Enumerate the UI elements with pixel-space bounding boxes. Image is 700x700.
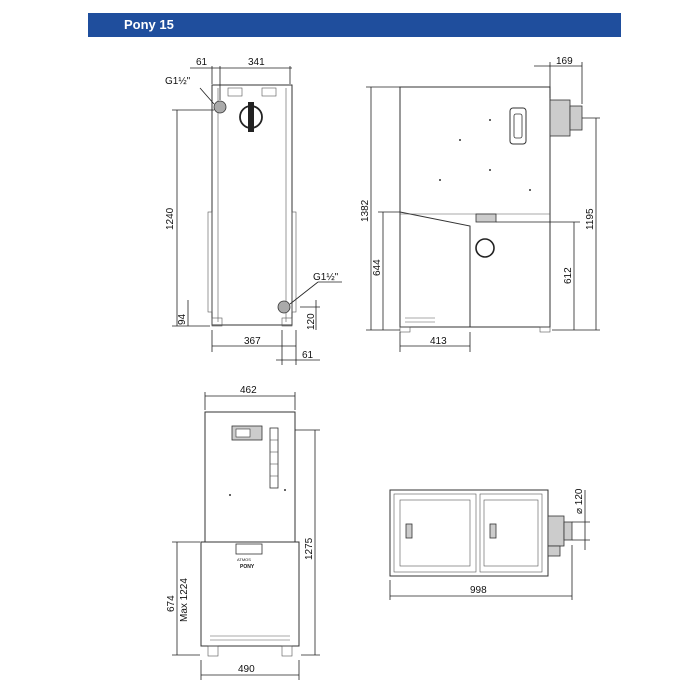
dim-bottom-right-label: 120 bbox=[306, 313, 317, 330]
top-view: ⌀ 120 998 bbox=[389, 488, 590, 600]
dim-depth-label: 367 bbox=[244, 336, 261, 347]
dim-base-width-label: 490 bbox=[238, 664, 255, 675]
dim-top-left-label: 61 bbox=[196, 57, 208, 68]
dim-total-height-label: 1382 bbox=[360, 199, 371, 222]
dim-height-label: 1275 bbox=[304, 537, 315, 560]
dim-lower-label: 674 bbox=[166, 595, 177, 612]
dim-max-label: Max 1224 bbox=[179, 578, 190, 622]
title-banner: Pony 15 bbox=[88, 13, 621, 37]
nameplate-brand-label: ATMOS bbox=[237, 557, 251, 562]
fitting-top-label: G1½" bbox=[165, 76, 191, 87]
dim-lower-width-label: 413 bbox=[430, 336, 447, 347]
page-title: Pony 15 bbox=[124, 17, 174, 32]
nameplate-model-label: PONY bbox=[240, 564, 255, 570]
dim-length-label: 998 bbox=[470, 585, 487, 596]
dim-width-label: 462 bbox=[240, 385, 257, 396]
side-view: 61 341 G1½" 1240 94 120 G1½" 367 61 bbox=[165, 57, 342, 365]
ash-pan-door bbox=[399, 211, 471, 328]
bottom-fitting-icon bbox=[277, 300, 291, 314]
dim-lower-height-label: 644 bbox=[372, 259, 383, 276]
dim-lower-right-label: 612 bbox=[563, 267, 574, 284]
dim-flue-height-label: 1195 bbox=[585, 208, 596, 230]
dim-bottom-offset-label: 61 bbox=[302, 350, 314, 361]
dim-bottom-left-label: 94 bbox=[177, 313, 188, 325]
dim-flue-dia-label: ⌀ 120 bbox=[574, 488, 585, 514]
front-view: 169 1382 644 1195 612 413 bbox=[360, 56, 600, 352]
dim-top-width-label: 341 bbox=[248, 57, 265, 68]
dim-flue-offset-label: 169 bbox=[556, 56, 573, 67]
rear-view-lower-body bbox=[200, 541, 300, 647]
top-fitting-icon bbox=[213, 100, 227, 114]
dim-height-label: 1240 bbox=[165, 207, 176, 230]
fitting-bottom-label: G1½" bbox=[313, 272, 339, 283]
rear-view: ATMOS PONY 462 1275 674 Max 1224 490 bbox=[166, 385, 320, 680]
top-view-body bbox=[389, 489, 549, 577]
